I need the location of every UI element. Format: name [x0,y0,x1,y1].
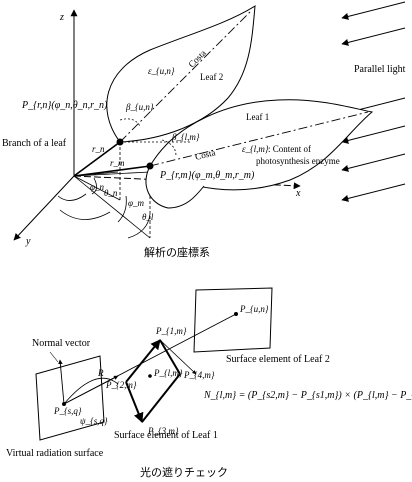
eps-upper-label: ε_{u,n} [148,66,175,76]
x-axis-label: x [295,188,301,199]
projection-lines [57,141,151,239]
r-n-label: r_n [92,144,105,154]
y-axis [13,175,75,241]
leaf2-surface-element [193,287,273,353]
beta-arcs [119,118,192,157]
y-axis-label: y [25,236,31,247]
theta-n-label: θ_n [104,188,118,198]
parallel-light-rays [341,1,406,202]
costa-label-lower: Costa [194,147,216,162]
phi-m-label: φ_m [128,198,144,208]
psi-label: ψ_{s,q} [80,416,108,426]
p-sq-label: P_{s,q} [53,406,82,416]
caption-coordinate-system: 解析の座標系 [144,245,210,259]
normal-vector-arrow [58,359,65,405]
point-upper-label: P_{r,n}(φ_n,θ_n,r_n) [21,100,108,111]
r-m-label: r_m [110,158,125,168]
phi-n-label: φ_n [90,182,104,192]
leaf-1 [149,99,374,191]
surface-element-leaf2-label: Surface element of Leaf 2 [226,354,330,365]
virtual-radiation-surface-label: Virtual radiation surface [6,448,104,459]
p-un-label: P_{u,n} [239,304,269,314]
shading-check-figure: P_{s,q} P_{u,n} Normal vector R ψ_{s,q} … [6,287,412,479]
theta-l-label: θ_l [142,212,154,222]
point-lower [146,162,154,170]
normal-vector-label: Normal vector [32,338,91,349]
beta-upper-label: β_{u,n} [125,102,154,112]
p2m-label: P_{2,m} [105,380,137,390]
enzyme-label-line1: : Content of [268,144,311,154]
normal-equation: N_{l,m} = (P_{s2,m} − P_{s1,m}) × (P_{l,… [203,390,412,401]
p3m-label: P_{3,m} [147,426,179,436]
leaf-extension [145,165,205,209]
branch-label: Branch of a leaf [2,138,67,149]
leaf1-surface-element [125,339,181,423]
normal-vector-leader [49,351,59,363]
surface-element-leaf1-label: Surface element of Leaf 1 [114,430,218,441]
enzyme-label-line2: photosynthesis enzyme [256,156,340,166]
p4m-label: P_{4,m} [183,370,215,380]
leaf1-label: Leaf 1 [246,112,269,122]
cross-product-arrow [159,339,197,375]
parallel-light-label: Parallel light [354,64,406,75]
point-upper [116,138,124,146]
r-vector [63,375,119,405]
psi-arc [63,377,119,405]
beta-lower-label: β_{l,m} [171,132,200,142]
p1m-label: P_{1,m} [155,326,187,336]
point-lower-label: P_{r,m}(φ_m,θ_m,r_m) [159,170,255,181]
coordinate-system-figure: Parallel light z x y [2,1,406,259]
plm-label: P_{l,m} [153,368,183,378]
leaf2-label: Leaf 2 [200,72,223,82]
r-label: R [97,368,104,378]
costa-lines [119,11,369,167]
z-axis-label: z [59,12,64,23]
virtual-radiation-surface [35,355,105,441]
caption-shading-check: 光の遮りチェック [140,465,228,479]
point-l-m [148,374,152,378]
eps-lower-label: ε_{l,m} [242,144,269,154]
